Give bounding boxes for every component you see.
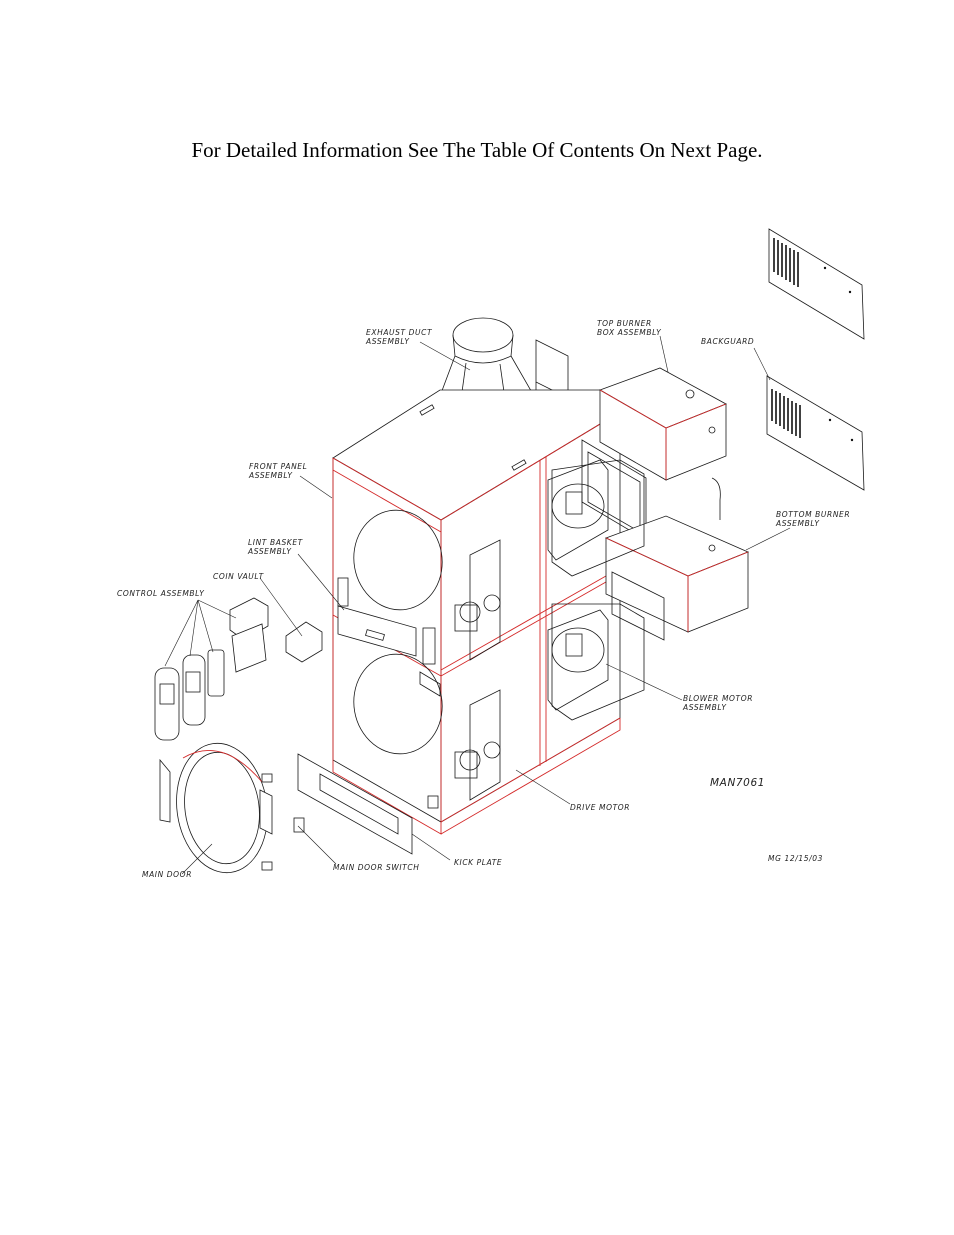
lint-basket — [337, 605, 417, 657]
label-backguard: BACKGUARD — [701, 337, 754, 346]
label-bottom-burner-line1: BOTTOM BURNER — [776, 510, 850, 519]
label-main-door-switch: MAIN DOOR SWITCH — [333, 863, 419, 872]
label-front-panel-line1: FRONT PANEL — [249, 462, 307, 471]
page-heading: For Detailed Information See The Table O… — [191, 138, 763, 162]
label-kick-plate: KICK PLATE — [454, 858, 502, 867]
label-exhaust-duct-line2: ASSEMBLY — [365, 337, 410, 346]
label-front-panel-line2: ASSEMBLY — [248, 471, 293, 480]
drawing-number: MAN7061 — [710, 777, 765, 789]
drive-motor — [459, 601, 481, 771]
label-front-panel: FRONT PANEL ASSEMBLY — [248, 462, 307, 480]
label-blower-motor-line1: BLOWER MOTOR — [683, 694, 753, 703]
label-main-door: MAIN DOOR — [142, 870, 192, 879]
main-door — [159, 742, 273, 874]
label-bottom-burner-line2: ASSEMBLY — [775, 519, 820, 528]
bottom-burner-box — [604, 477, 750, 641]
backguard-panel-upper — [768, 228, 865, 340]
label-blower-motor-line2: ASSEMBLY — [682, 703, 727, 712]
top-burner-box — [581, 367, 727, 541]
main-door-switch — [261, 773, 305, 871]
label-control-assembly: CONTROL ASSEMBLY — [117, 589, 205, 598]
label-top-burner-line1: TOP BURNER — [597, 319, 652, 328]
kick-plate — [297, 753, 413, 855]
leader-lines — [164, 335, 791, 875]
label-top-burner: TOP BURNER BOX ASSEMBLY — [597, 319, 662, 337]
label-top-burner-line2: BOX ASSEMBLY — [597, 328, 662, 337]
exhaust-duct — [439, 317, 569, 411]
label-lint-basket-line1: LINT BASKET — [248, 538, 304, 547]
label-lint-basket: LINT BASKET ASSEMBLY — [247, 538, 304, 556]
label-coin-vault: COIN VAULT — [213, 572, 265, 581]
label-exhaust-duct-line1: EXHAUST DUCT — [366, 328, 433, 337]
blower-motor-assembly — [551, 459, 645, 721]
label-blower-motor: BLOWER MOTOR ASSEMBLY — [682, 694, 753, 712]
control-assembly — [154, 597, 269, 741]
coin-vault — [285, 621, 323, 663]
revision-stamp: MG 12/15/03 — [768, 854, 823, 863]
label-lint-basket-line2: ASSEMBLY — [247, 547, 292, 556]
label-bottom-burner: BOTTOM BURNER ASSEMBLY — [775, 510, 850, 528]
label-exhaust-duct: EXHAUST DUCT ASSEMBLY — [365, 328, 433, 346]
label-drive-motor: DRIVE MOTOR — [570, 803, 630, 812]
backguard-panel-lower — [766, 375, 865, 491]
